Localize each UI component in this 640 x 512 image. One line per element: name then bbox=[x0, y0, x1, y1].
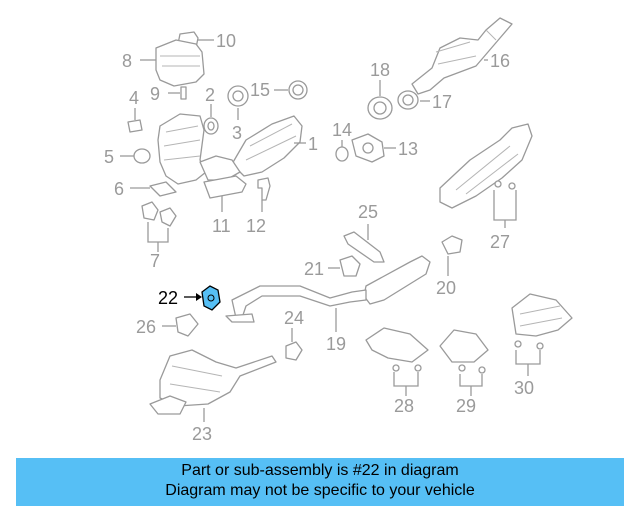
label-16: 16 bbox=[490, 51, 510, 71]
part-12-bolt[interactable] bbox=[257, 177, 271, 212]
label-27: 27 bbox=[490, 232, 510, 252]
label-24: 24 bbox=[284, 308, 304, 328]
label-30: 30 bbox=[514, 378, 534, 398]
label-5: 5 bbox=[104, 147, 114, 167]
manifold-assembly bbox=[157, 113, 241, 185]
part-5-plug[interactable] bbox=[120, 148, 151, 164]
part-30-heat-shield[interactable] bbox=[511, 293, 573, 376]
label-12: 12 bbox=[246, 216, 266, 236]
part-23-muffler[interactable] bbox=[149, 349, 277, 422]
label-1: 1 bbox=[308, 134, 318, 154]
label-29: 29 bbox=[456, 396, 476, 416]
part-15-gasket[interactable] bbox=[274, 80, 308, 100]
part-19-exhaust-pipe[interactable] bbox=[225, 255, 431, 332]
label-13: 13 bbox=[398, 139, 418, 159]
part-21-hanger[interactable] bbox=[328, 255, 361, 277]
label-4: 4 bbox=[129, 88, 139, 108]
label-11: 11 bbox=[212, 216, 231, 236]
part-13-clamp[interactable] bbox=[351, 133, 396, 163]
part-8-module[interactable] bbox=[140, 39, 205, 87]
exhaust-parts-diagram: 10 8 16 9 4 2 3 15 bbox=[104, 17, 573, 444]
label-20: 20 bbox=[436, 278, 456, 298]
label-3: 3 bbox=[232, 123, 242, 143]
label-10: 10 bbox=[216, 31, 236, 51]
part-9-bolt[interactable] bbox=[168, 86, 187, 100]
label-18: 18 bbox=[370, 60, 390, 80]
part-3-gasket[interactable] bbox=[227, 85, 249, 120]
part-14-seal[interactable] bbox=[335, 140, 349, 162]
label-17: 17 bbox=[432, 92, 452, 112]
part-17-gasket[interactable] bbox=[397, 90, 430, 110]
label-9: 9 bbox=[150, 84, 160, 104]
label-2: 2 bbox=[205, 85, 215, 105]
label-6: 6 bbox=[114, 179, 124, 199]
part-26-bracket[interactable] bbox=[162, 313, 199, 337]
part-2-gasket[interactable] bbox=[203, 104, 219, 135]
part-24-clamp[interactable] bbox=[285, 328, 303, 361]
label-7: 7 bbox=[150, 251, 160, 271]
label-21: 21 bbox=[304, 259, 324, 279]
info-banner: Part or sub-assembly is #22 in diagram D… bbox=[16, 458, 624, 506]
part-6-bracket[interactable] bbox=[130, 181, 177, 197]
label-23: 23 bbox=[192, 424, 212, 444]
part-4-nut[interactable] bbox=[127, 108, 143, 133]
part-1-converter[interactable] bbox=[231, 115, 306, 177]
banner-line-2: Diagram may not be specific to your vehi… bbox=[165, 482, 475, 499]
part-20-hanger[interactable] bbox=[441, 235, 463, 276]
part-29-heat-shield[interactable] bbox=[439, 329, 489, 396]
label-22: 22 bbox=[158, 288, 178, 308]
part-25-bracket[interactable] bbox=[343, 224, 385, 263]
label-26: 26 bbox=[136, 317, 156, 337]
label-19: 19 bbox=[326, 334, 346, 354]
label-28: 28 bbox=[394, 396, 414, 416]
banner-line-1: Part or sub-assembly is #22 in diagram bbox=[181, 462, 459, 479]
label-14: 14 bbox=[332, 120, 352, 140]
label-8: 8 bbox=[122, 51, 132, 71]
part-11-bracket[interactable] bbox=[203, 175, 247, 212]
part-22-hanger-highlighted[interactable] bbox=[184, 285, 221, 311]
label-25: 25 bbox=[358, 202, 378, 222]
part-22-fill bbox=[201, 285, 221, 311]
part-16-front-pipe[interactable] bbox=[411, 17, 513, 95]
part-18-flange[interactable] bbox=[367, 80, 393, 120]
part-28-heat-shield[interactable] bbox=[365, 327, 429, 396]
part-27-heat-shield[interactable] bbox=[439, 123, 533, 228]
label-15: 15 bbox=[250, 80, 270, 100]
part-7-mounts[interactable] bbox=[141, 201, 177, 252]
